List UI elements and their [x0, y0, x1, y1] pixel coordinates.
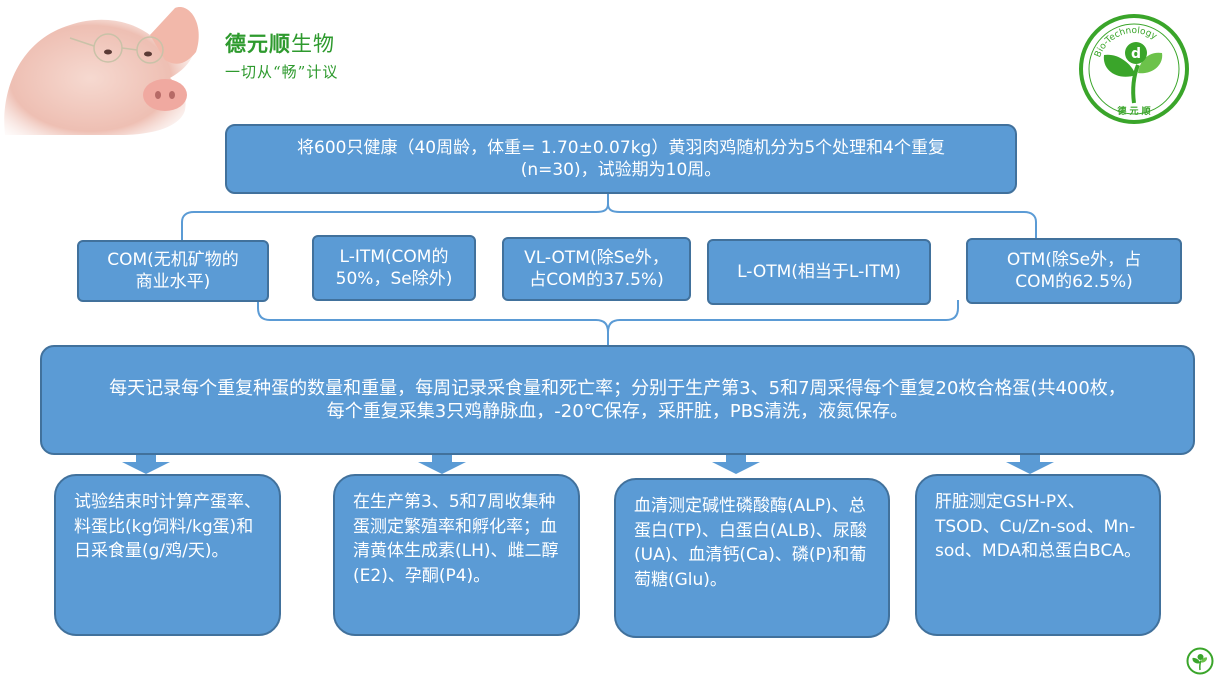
brand-slogan: 一切从“畅”计议 — [225, 63, 339, 81]
treatment-box-otm: OTM(除Se外，占 COM的62.5%) — [966, 238, 1182, 304]
measurement-text: 血清测定碱性磷酸酶(ALP)、总蛋白(TP)、白蛋白(ALB)、尿酸(UA)、血… — [634, 496, 867, 590]
top-bracket — [181, 194, 1037, 240]
procedure-line-2: 每个重复采集3只鸡静脉血，-20℃保存，采肝脏，PBS清洗，液氮保存。 — [326, 401, 909, 422]
company-logo: Bio-Technology d 德 元 顺 — [1079, 14, 1189, 124]
treatment-label-line-2: 商业水平) — [135, 272, 211, 292]
brand: 德元顺生物 一切从“畅”计议 — [225, 28, 338, 82]
measurement-text: 肝脏测定GSH-PX、TSOD、Cu/Zn-sod、Mn-sod、MDA和总蛋白… — [935, 492, 1142, 562]
arrow-down-4 — [1006, 455, 1054, 474]
measurement-box-reproduction: 在生产第3、5和7周收集种蛋测定繁殖率和孵化率；血清黄体生成素(LH)、雌二醇(… — [333, 474, 580, 636]
treatment-box-l-itm: L-ITM(COM的 50%，Se除外) — [312, 235, 476, 301]
brand-name: 德元顺生物 — [225, 28, 338, 58]
measurement-box-performance: 试验结束时计算产蛋率、料蛋比(kg饲料/kg蛋)和日采食量(g/鸡/天)。 — [54, 474, 281, 636]
arrow-down-1 — [122, 455, 170, 474]
procedure-line-1: 每天记录每个重复种蛋的数量和重量，每周记录采食量和死亡率；分别于生产第3、5和7… — [109, 377, 1126, 399]
measurement-text: 在生产第3、5和7周收集种蛋测定繁殖率和孵化率；血清黄体生成素(LH)、雌二醇(… — [353, 492, 559, 586]
treatment-label-line-2: COM的62.5%) — [1015, 272, 1133, 292]
treatment-label-line-1: L-OTM(相当于L-ITM) — [737, 261, 901, 282]
treatment-label-line-1: OTM(除Se外，占 — [1006, 249, 1142, 270]
treatment-label-line-2: 占COM的37.5%) — [529, 270, 664, 290]
small-logo-icon — [1186, 647, 1214, 675]
measurement-text: 试验结束时计算产蛋率、料蛋比(kg饲料/kg蛋)和日采食量(g/鸡/天)。 — [74, 492, 261, 562]
logo-bottom-text: 德 元 顺 — [1117, 105, 1150, 117]
treatment-box-com: COM(无机矿物的 商业水平) — [77, 240, 269, 302]
design-line-2: (n=30)，试验期为10周。 — [520, 160, 722, 180]
treatment-label-line-2: 50%，Se除外) — [335, 269, 453, 289]
brand-name-bold: 德元顺 — [225, 31, 291, 56]
arrow-down-2 — [418, 455, 466, 474]
design-box: 将600只健康（40周龄，体重= 1.70±0.07kg）黄羽肉鸡随机分为5个处… — [225, 124, 1017, 194]
measurement-box-liver: 肝脏测定GSH-PX、TSOD、Cu/Zn-sod、Mn-sod、MDA和总蛋白… — [915, 474, 1161, 636]
design-line-1: 将600只健康（40周龄，体重= 1.70±0.07kg）黄羽肉鸡随机分为5个处… — [297, 137, 945, 158]
logo-letter: d — [1131, 46, 1141, 62]
treatment-label-line-1: VL-OTM(除Se外， — [524, 247, 669, 268]
treatment-label-line-1: COM(无机矿物的 — [107, 249, 239, 270]
treatment-box-vl-otm: VL-OTM(除Se外， 占COM的37.5%) — [502, 237, 691, 301]
procedure-box: 每天记录每个重复种蛋的数量和重量，每周记录采食量和死亡率；分别于生产第3、5和7… — [40, 345, 1195, 455]
brand-name-rest: 生物 — [291, 32, 335, 56]
measurement-box-serum: 血清测定碱性磷酸酶(ALP)、总蛋白(TP)、白蛋白(ALB)、尿酸(UA)、血… — [614, 478, 890, 638]
bottom-bracket — [257, 300, 959, 345]
arrow-down-3 — [712, 455, 760, 474]
treatment-box-l-otm: L-OTM(相当于L-ITM) — [707, 239, 931, 305]
pig-photo — [4, 7, 199, 135]
treatment-label-line-1: L-ITM(COM的 — [339, 246, 449, 267]
